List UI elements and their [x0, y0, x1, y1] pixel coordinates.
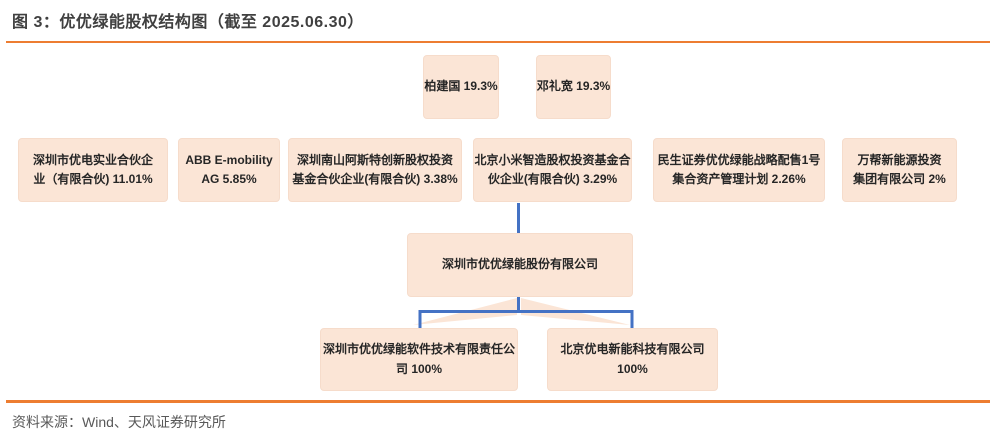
- shareholder-label: 邓礼宽 19.3%: [536, 79, 611, 94]
- subsidiary-label-line: 司 100%: [395, 361, 443, 376]
- shareholder-box-bai-jianguo: 柏建国 19.3%: [423, 55, 499, 119]
- company-label: 深圳市优优绿能股份有限公司: [441, 257, 598, 272]
- shareholder-box-wanbang-xinnengyuan: 万帮新能源投资 集团有限公司 2%: [842, 138, 957, 202]
- shareholder-label-line: 集合资产管理计划 2.26%: [672, 172, 806, 186]
- figure-title: 图 3：优优绿能股权结构图（截至 2025.06.30）: [12, 14, 364, 31]
- subsidiary-label-line: 100%: [617, 361, 648, 376]
- shareholder-box-xiaomi-zhizao: 北京小米智造股权投资基金合 伙企业(有限合伙) 3.29%: [473, 138, 632, 202]
- shareholder-box-deng-likuan: 邓礼宽 19.3%: [536, 55, 611, 119]
- subsidiary-box-ruanjian-jishu: 深圳市优优绿能软件技术有限责任公 司 100%: [320, 328, 518, 391]
- shareholder-label-line: 北京小米智造股权投资基金合: [474, 152, 631, 167]
- subsidiary-label-line: 深圳市优优绿能软件技术有限责任公: [323, 342, 516, 357]
- shareholder-label-line: 深圳南山阿斯特创新股权投资: [296, 152, 453, 167]
- shareholder-box-abb-emobility: ABB E-mobility AG 5.85%: [178, 138, 280, 202]
- connector-wing-right: [521, 298, 630, 325]
- shareholder-label: 柏建国 19.3%: [424, 79, 498, 94]
- shareholder-label-line: AG 5.85%: [201, 172, 257, 186]
- subsidiary-box-youdian-xinneng: 北京优电新能科技有限公司 100%: [547, 328, 718, 391]
- title-divider: [6, 41, 990, 43]
- shareholder-label-line: 民生证券优优绿能战略配售1号: [657, 152, 821, 167]
- company-box-youyou-lvneng: 深圳市优优绿能股份有限公司: [407, 233, 633, 297]
- shareholder-label-line: 集团有限公司 2%: [853, 172, 946, 186]
- footer-divider: [6, 400, 990, 403]
- source-note: 资料来源：Wind、天风证券研究所: [12, 414, 226, 430]
- shareholder-label-line: ABB E-mobility: [185, 152, 273, 167]
- shareholder-label-line: 万帮新能源投资: [857, 152, 942, 167]
- subsidiary-label-line: 北京优电新能科技有限公司: [560, 342, 705, 357]
- shareholder-label-line: 基金合伙企业(有限合伙) 3.38%: [292, 172, 458, 186]
- shareholder-box-minsheng-zhengquan: 民生证券优优绿能战略配售1号 集合资产管理计划 2.26%: [653, 138, 825, 202]
- shareholder-label-line: 伙企业(有限合伙) 3.29%: [487, 172, 618, 186]
- shareholder-box-nanshan-asite: 深圳南山阿斯特创新股权投资 基金合伙企业(有限合伙) 3.38%: [288, 138, 462, 202]
- shareholder-box-youdian-shiye: 深圳市优电实业合伙企 业（有限合伙) 11.01%: [18, 138, 168, 202]
- connector-wing-left: [413, 298, 517, 325]
- shareholder-label-line: 深圳市优电实业合伙企: [32, 152, 153, 167]
- shareholder-label-line: 业（有限合伙) 11.01%: [33, 172, 153, 186]
